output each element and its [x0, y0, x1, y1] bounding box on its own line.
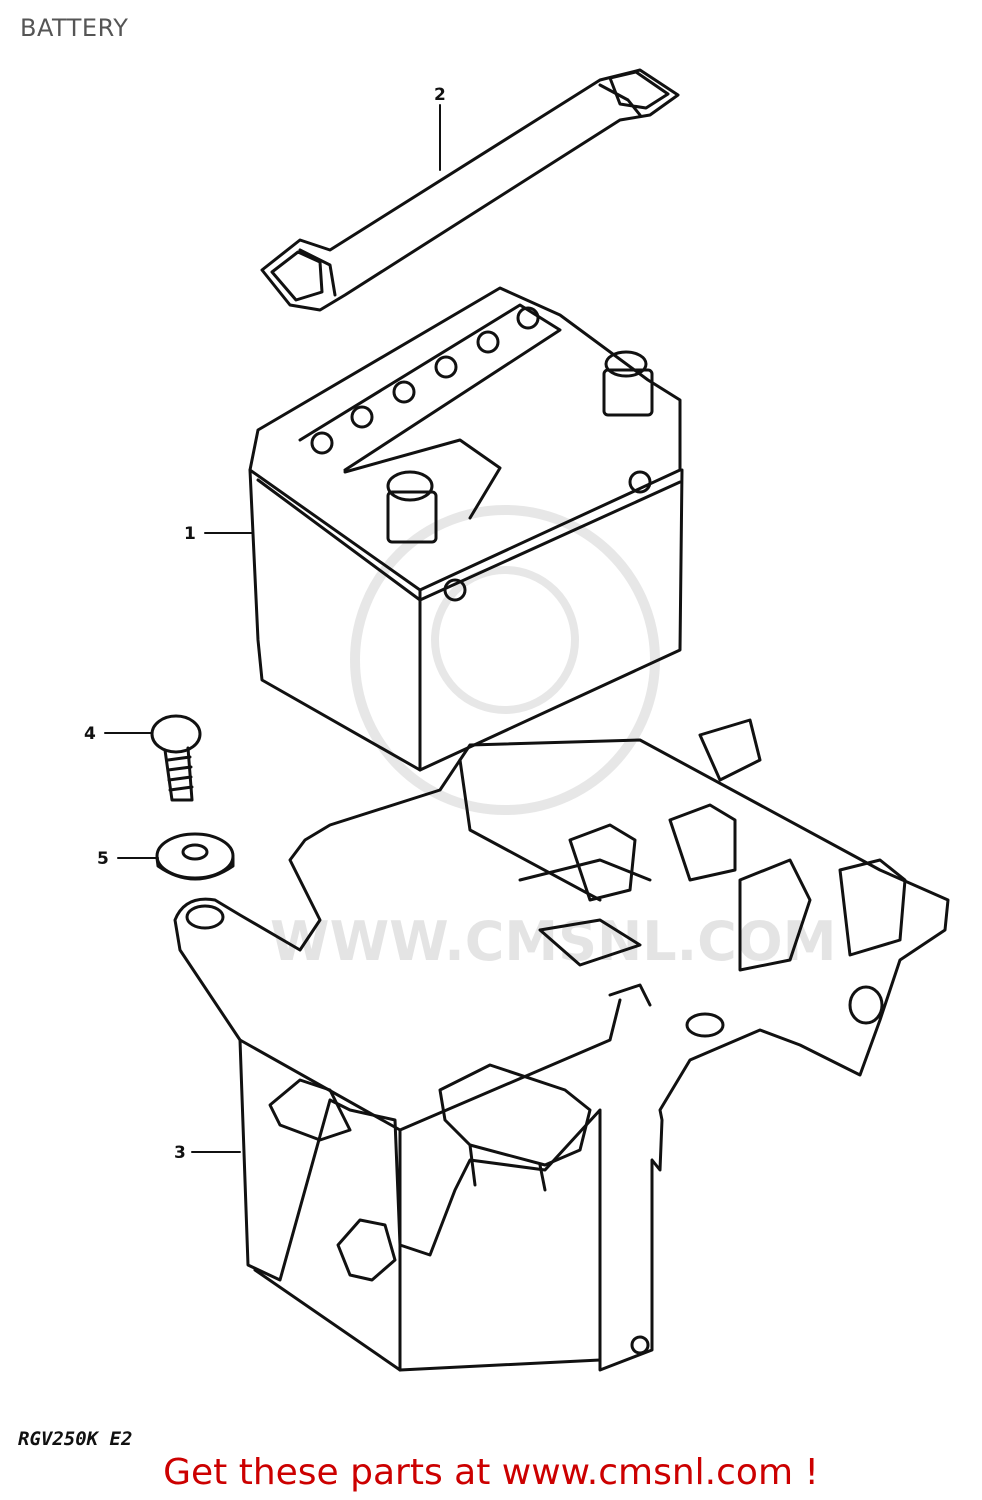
- page-title: BATTERY: [20, 14, 129, 42]
- watermark: WWW.CMSNL.COM: [270, 505, 836, 973]
- model-code: RGV250K E2: [18, 1428, 133, 1450]
- cta-link[interactable]: Get these parts at www.cmsnl.com !: [163, 1452, 819, 1493]
- callout-1: 1: [184, 524, 196, 544]
- bolt: [150, 714, 202, 802]
- battery-holder: [173, 718, 950, 1372]
- callout-4: 4: [84, 724, 96, 744]
- leader-lines: [104, 104, 441, 1153]
- battery-strap: [260, 68, 680, 312]
- cta-banner: Get these parts at www.cmsnl.com !: [0, 1452, 982, 1493]
- callout-2: 2: [434, 85, 446, 105]
- washer: [155, 832, 235, 881]
- callout-3: 3: [174, 1143, 186, 1163]
- callout-5: 5: [97, 849, 109, 869]
- battery: [248, 286, 684, 772]
